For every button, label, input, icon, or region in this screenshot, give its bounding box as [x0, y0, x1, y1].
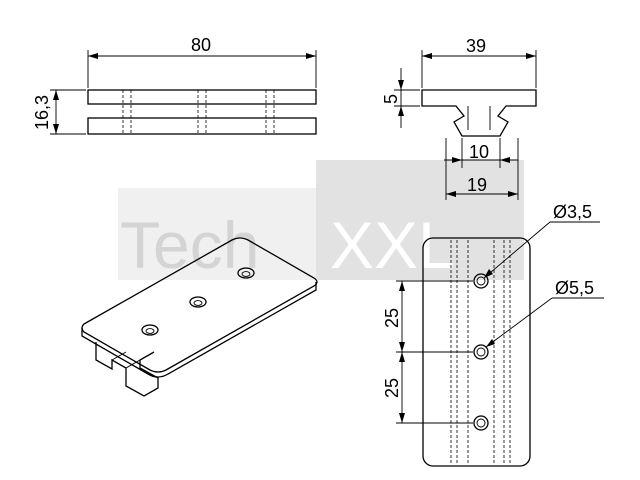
leader-hole-small: Ø3,5: [483, 202, 600, 279]
dimension-base: 19: [445, 138, 519, 200]
dimension-height-label: 16,3: [32, 95, 52, 130]
leader-hole-large: Ø5,5: [485, 278, 604, 348]
end-view: 39 5 10 19: [381, 36, 537, 200]
dimension-flange: 5: [381, 68, 420, 128]
front-view: 80 16,3: [32, 35, 317, 135]
dimension-base-label: 19: [467, 175, 487, 195]
watermark-tech-text: Tech: [120, 208, 259, 282]
front-view-plate-top: [87, 89, 317, 105]
techxxl-watermark: Tech XXL: [118, 160, 524, 282]
watermark-xxl-text: XXL: [330, 208, 455, 282]
iso-front-edge: [81, 282, 317, 378]
pitch-bottom-label: 25: [382, 378, 402, 398]
dimension-length: 80: [87, 35, 317, 88]
dimension-height: 16,3: [32, 89, 86, 135]
dimension-length-label: 80: [191, 35, 211, 55]
plan-hole-middle: [473, 344, 489, 360]
iso-t-slot: [95, 342, 159, 397]
plan-view: Ø3,5 Ø5,5 25 25: [382, 202, 604, 467]
iso-hole-2: [189, 296, 207, 308]
dimension-neck-label: 10: [469, 142, 489, 162]
end-view-profile: [421, 89, 537, 137]
watermark-grey-block: [316, 160, 524, 280]
front-view-hidden-holes: [122, 90, 275, 134]
dimension-pitch: 25 25: [382, 280, 473, 424]
dimension-width-label: 39: [466, 36, 486, 56]
iso-top-face: [81, 237, 318, 373]
isometric-view: [81, 237, 318, 397]
dimension-width: 39: [421, 36, 537, 88]
hole-large-label: Ø5,5: [555, 278, 594, 298]
hole-small-label: Ø3,5: [553, 202, 592, 222]
pitch-top-label: 25: [382, 308, 402, 328]
dimension-flange-label: 5: [381, 94, 401, 104]
plan-hole-bottom: [473, 415, 489, 431]
iso-hole-3: [237, 267, 255, 279]
front-view-plate-bottom: [87, 117, 317, 135]
iso-hole-1: [141, 324, 159, 336]
plan-hole-top: [473, 273, 489, 289]
watermark-light-block: [118, 188, 316, 280]
dimension-neck: 10: [444, 138, 518, 168]
